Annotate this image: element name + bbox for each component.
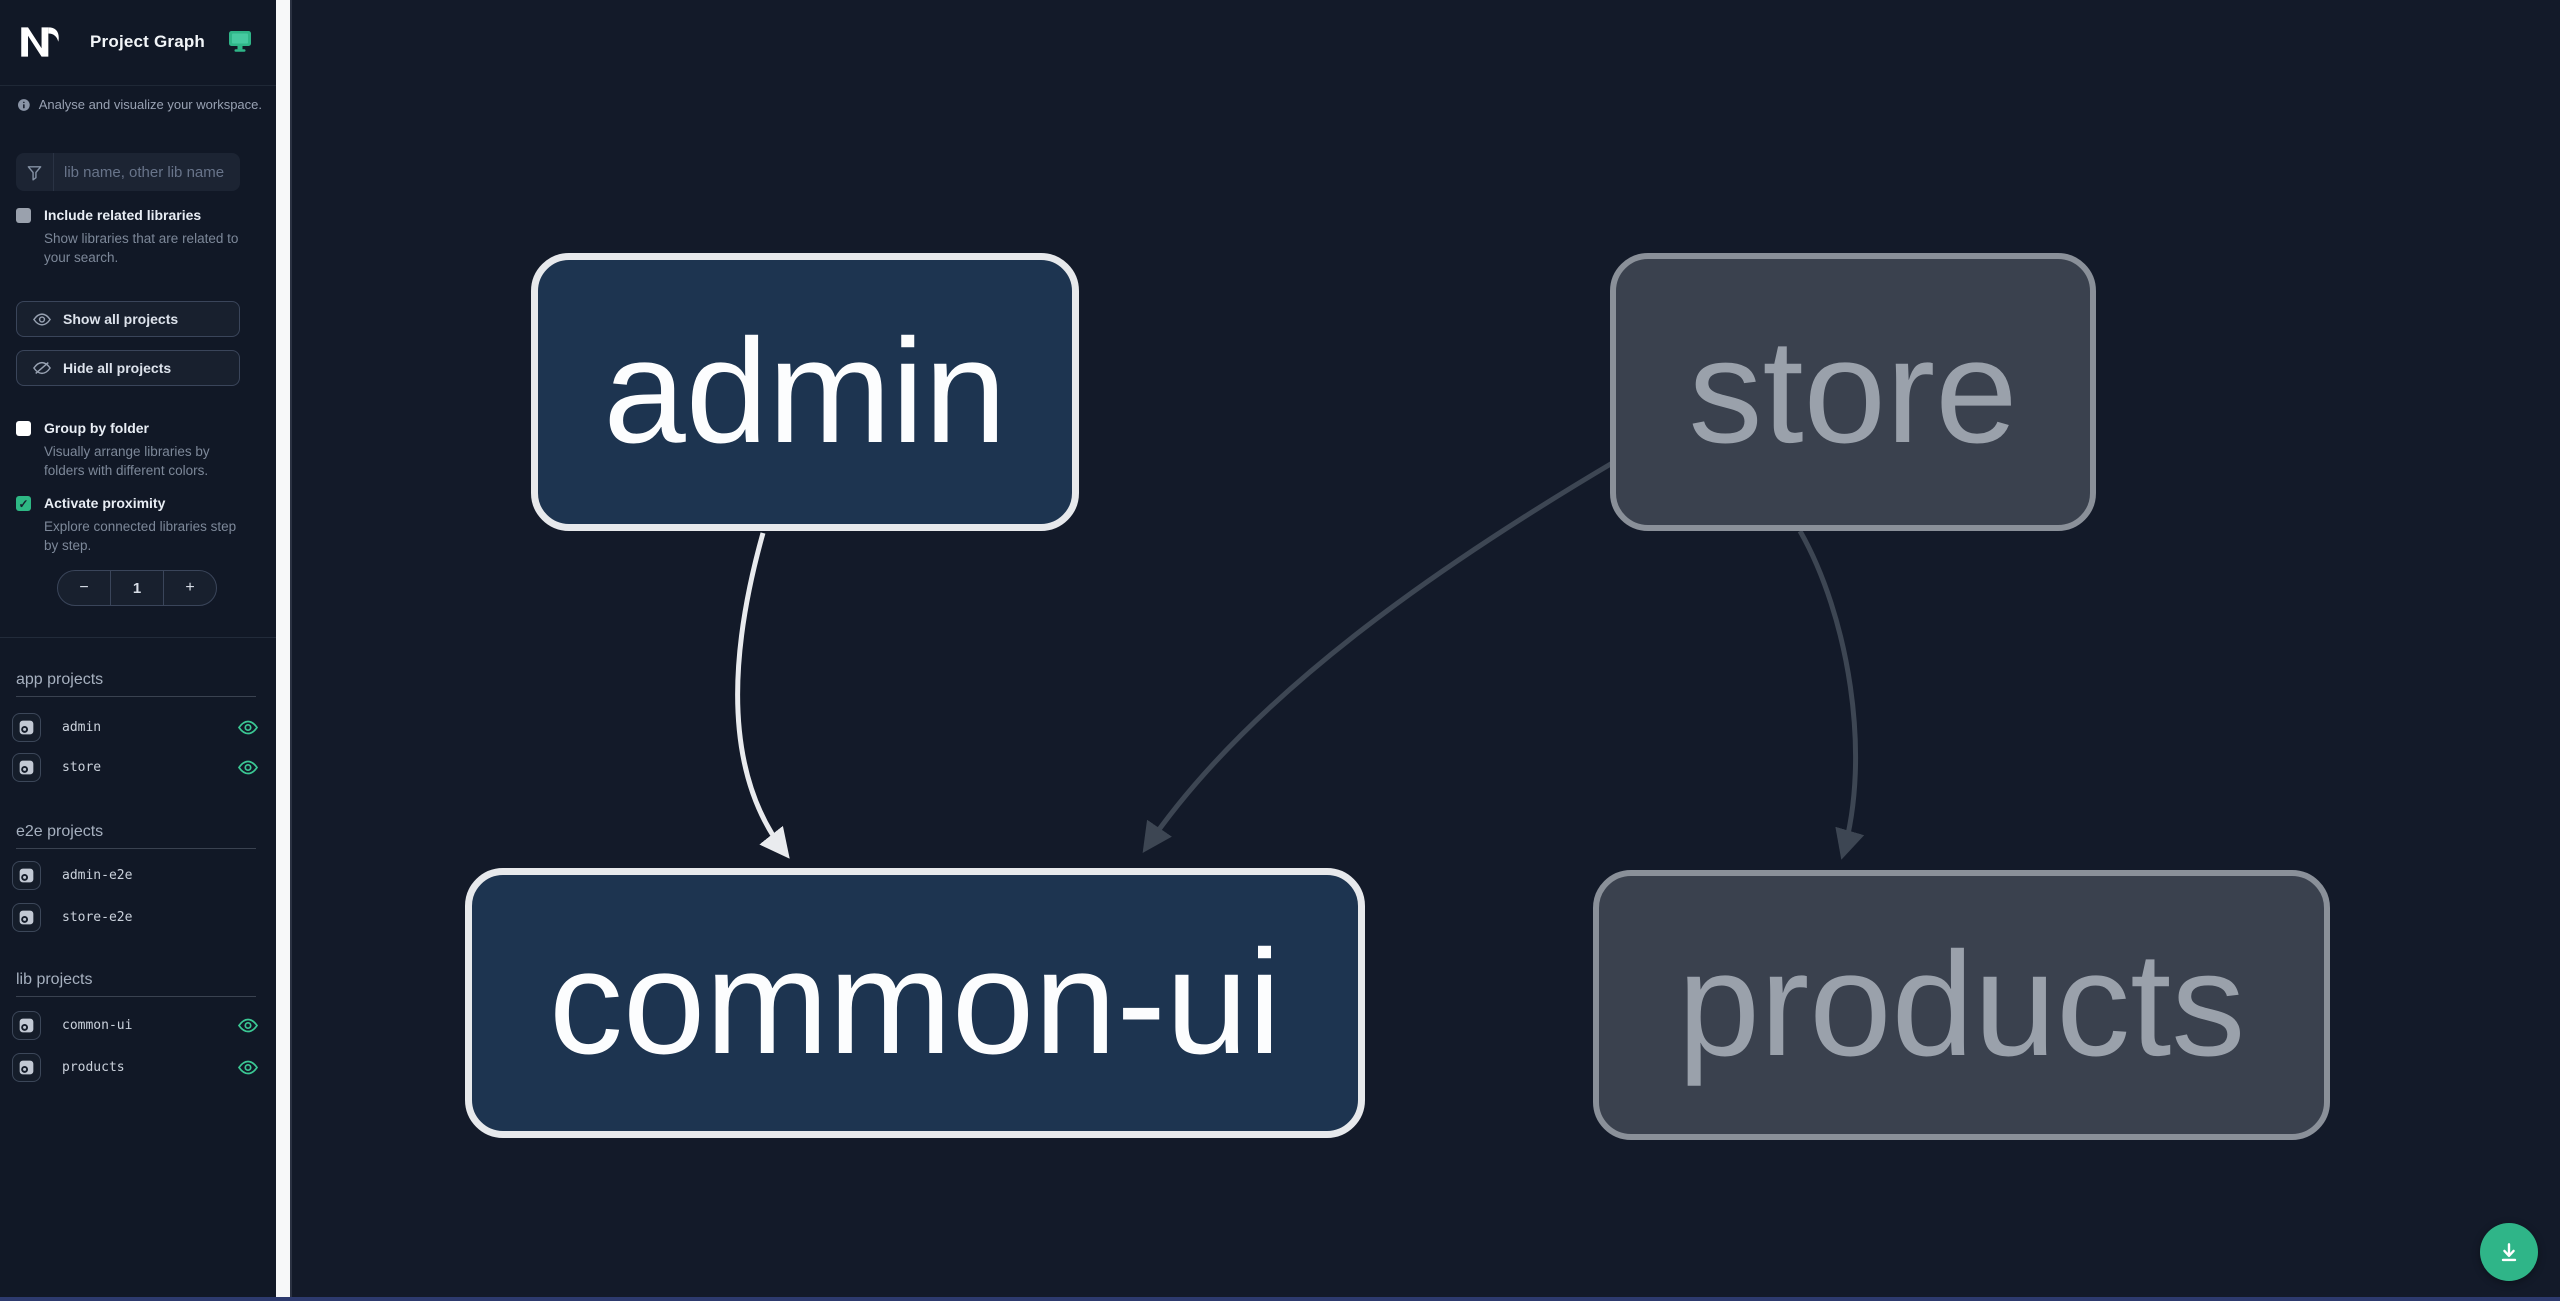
show-all-projects-button[interactable]: Show all projects xyxy=(16,301,240,337)
filter-box xyxy=(16,153,240,191)
sidebar-header: Project Graph xyxy=(0,0,276,86)
project-name: common-ui xyxy=(62,1017,133,1033)
activate-proximity-description: Explore connected libraries step by step… xyxy=(44,519,237,553)
project-row-products[interactable]: products xyxy=(12,1052,264,1082)
filter-funnel-icon xyxy=(16,153,54,191)
workspace-subtitle: Analyse and visualize your workspace. xyxy=(38,97,262,112)
nx-logo-icon xyxy=(21,27,59,57)
project-name: store xyxy=(62,759,102,775)
focus-project-icon[interactable] xyxy=(12,860,41,890)
checkbox-checked-icon[interactable] xyxy=(16,496,31,511)
show-all-projects-label: Show all projects xyxy=(63,311,179,327)
proximity-decrement-button[interactable]: − xyxy=(79,579,89,596)
proximity-stepper: − 1 + xyxy=(57,570,217,606)
graph-node-store[interactable]: store xyxy=(1610,253,2096,531)
graph-node-products[interactable]: products xyxy=(1593,870,2330,1140)
eye-off-icon xyxy=(33,361,51,375)
include-related-checkbox[interactable]: Include related libraries Show libraries… xyxy=(16,207,252,267)
info-icon xyxy=(18,98,30,111)
project-name: admin-e2e xyxy=(62,867,133,883)
bottom-accent-bar xyxy=(0,1297,2560,1301)
proximity-increment-button[interactable]: + xyxy=(185,579,195,596)
project-row-common-ui[interactable]: common-ui xyxy=(12,1010,264,1040)
project-row-admin[interactable]: admin xyxy=(12,712,264,742)
filter-input[interactable] xyxy=(54,153,240,191)
activate-proximity-label: Activate proximity xyxy=(44,495,166,511)
project-name: admin xyxy=(62,719,102,735)
focus-project-icon[interactable] xyxy=(12,712,41,742)
page-title: Project Graph xyxy=(90,32,206,51)
monitor-icon[interactable] xyxy=(228,29,252,53)
focus-project-icon[interactable] xyxy=(12,902,41,932)
group-by-folder-checkbox[interactable]: Group by folder Visually arrange librari… xyxy=(16,420,252,480)
section-heading-e2e-projects: e2e projects xyxy=(16,823,256,849)
include-related-label: Include related libraries xyxy=(44,207,202,223)
focus-project-icon[interactable] xyxy=(12,1010,41,1040)
graph-node-common-ui[interactable]: common-ui xyxy=(465,868,1365,1138)
focus-project-icon[interactable] xyxy=(12,1052,41,1082)
sidebar-divider xyxy=(0,637,276,638)
project-row-store[interactable]: store xyxy=(12,752,264,782)
group-by-folder-description: Visually arrange libraries by folders wi… xyxy=(44,444,210,478)
toggle-visibility-eye-icon[interactable] xyxy=(238,1060,258,1075)
project-row-store-e2e[interactable]: store-e2e xyxy=(12,902,264,932)
activate-proximity-checkbox[interactable]: Activate proximity Explore connected lib… xyxy=(16,495,252,555)
eye-icon xyxy=(33,312,51,326)
section-heading-app-projects: app projects xyxy=(16,671,256,697)
download-icon xyxy=(2501,1243,2517,1262)
hide-all-projects-label: Hide all projects xyxy=(63,360,172,376)
project-row-admin-e2e[interactable]: admin-e2e xyxy=(12,860,264,890)
workspace-subtitle-row: Analyse and visualize your workspace. xyxy=(18,97,262,112)
checkbox-unchecked-icon[interactable] xyxy=(16,208,31,223)
hide-all-projects-button[interactable]: Hide all projects xyxy=(16,350,240,386)
toggle-visibility-eye-icon[interactable] xyxy=(238,720,258,735)
sidebar-scrollbar[interactable] xyxy=(276,0,290,1301)
proximity-value[interactable]: 1 xyxy=(110,571,164,605)
group-by-folder-label: Group by folder xyxy=(44,420,149,436)
include-related-description: Show libraries that are related to your … xyxy=(44,231,239,265)
checkbox-unchecked-icon[interactable] xyxy=(16,421,31,436)
project-name: store-e2e xyxy=(62,909,133,925)
toggle-visibility-eye-icon[interactable] xyxy=(238,1018,258,1033)
section-heading-lib-projects: lib projects xyxy=(16,971,256,997)
project-name: products xyxy=(62,1059,125,1075)
sidebar: Project Graph Analyse and visualize your… xyxy=(0,0,276,1301)
download-graph-button[interactable] xyxy=(2480,1223,2538,1281)
toggle-visibility-eye-icon[interactable] xyxy=(238,760,258,775)
focus-project-icon[interactable] xyxy=(12,752,41,782)
graph-node-admin[interactable]: admin xyxy=(531,253,1079,531)
